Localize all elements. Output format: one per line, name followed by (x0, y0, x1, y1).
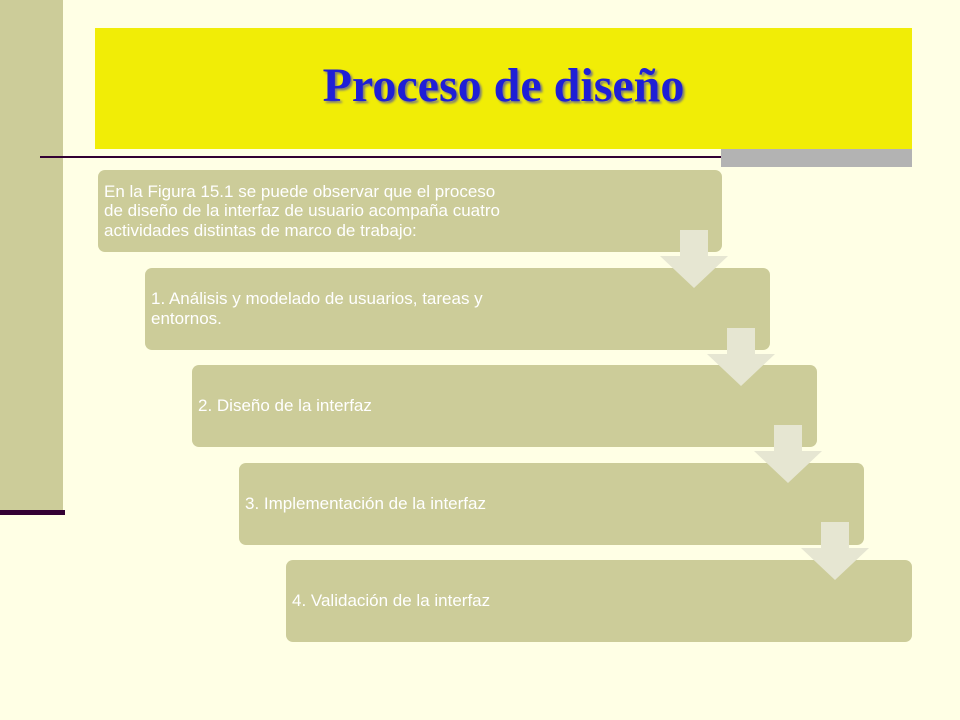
step-1-line-1: 1. Análisis y modelado de usuarios, tare… (151, 289, 483, 309)
process-step-2: 2. Diseño de la interfaz (192, 365, 817, 447)
left-bar-underline (0, 510, 65, 515)
step-2-label: 2. Diseño de la interfaz (198, 396, 372, 416)
step-3-label: 3. Implementación de la interfaz (245, 494, 486, 514)
down-arrow-icon (801, 522, 869, 580)
process-step-3: 3. Implementación de la interfaz (239, 463, 864, 545)
title-divider-line (40, 156, 912, 158)
left-decorative-bar (0, 0, 63, 510)
intro-line-3: actividades distintas de marco de trabaj… (104, 220, 417, 240)
intro-line-1: En la Figura 15.1 se puede observar que … (104, 181, 496, 201)
down-arrow-icon (754, 425, 822, 483)
process-step-intro: En la Figura 15.1 se puede observar que … (98, 170, 722, 252)
divider-accent-block (721, 149, 912, 167)
down-arrow-icon (660, 230, 728, 288)
down-arrow-icon (707, 328, 775, 386)
intro-line-2: de diseño de la interfaz de usuario acom… (104, 201, 500, 221)
process-step-4: 4. Validación de la interfaz (286, 560, 912, 642)
step-1-line-2: entornos. (151, 309, 222, 328)
process-step-1: 1. Análisis y modelado de usuarios, tare… (145, 268, 770, 350)
slide-title: Proceso de diseño (322, 59, 685, 112)
title-band (95, 28, 912, 149)
step-4-label: 4. Validación de la interfaz (292, 591, 491, 611)
